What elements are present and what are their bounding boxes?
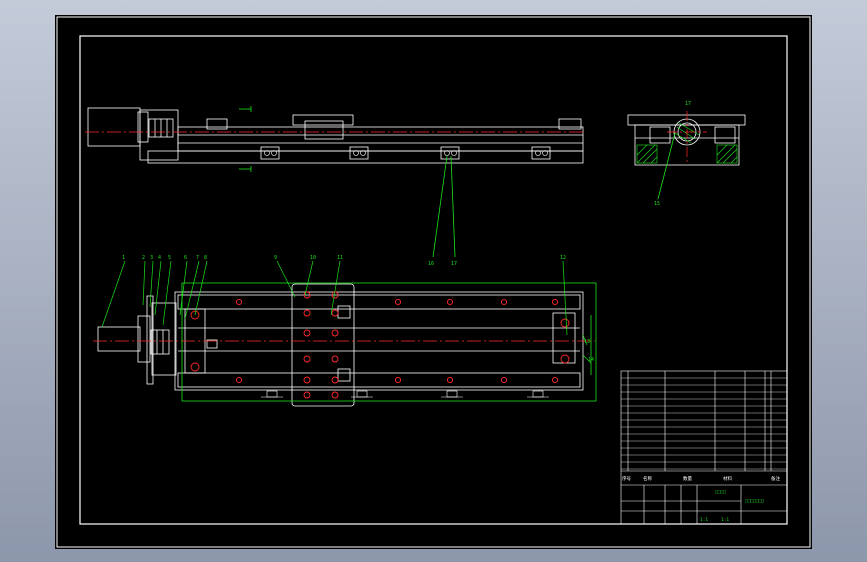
bolt-hole (446, 376, 454, 384)
callout-leader (562, 260, 568, 336)
callout-leader (101, 260, 126, 328)
carriage-top (292, 114, 354, 126)
plan-coupling (150, 329, 170, 355)
bearing-hole (190, 310, 200, 320)
callout-leader (276, 260, 296, 298)
callout-leader (184, 260, 200, 320)
callout-label-3: 3 (150, 255, 153, 261)
callout-leader (330, 260, 341, 316)
front-view (87, 107, 584, 164)
callout-label-2: 2 (142, 255, 145, 261)
carriage-bolt-hole (331, 391, 339, 399)
bolt-hole (235, 376, 243, 384)
callout-leader (149, 260, 154, 308)
title-block-green: □□□□ □□□□□□□ 1:1 1:1 (700, 490, 764, 523)
plan-motor (97, 326, 141, 352)
bolt-hole (500, 376, 508, 384)
callout-leader (582, 334, 588, 346)
envelope-outline (181, 282, 597, 402)
section-label: 17 (685, 101, 691, 107)
callout-16: 16 (428, 261, 434, 267)
tb-col-material: 材料 (723, 475, 732, 482)
bolt-hole (551, 298, 559, 306)
outer-border (56, 16, 811, 548)
tb-col-name: 名称 (643, 475, 652, 482)
callout-label-7: 7 (196, 255, 199, 261)
carriage-bolt-hole (303, 329, 311, 337)
front-bolts (264, 150, 548, 156)
callout-leader (179, 260, 188, 316)
callout-leader (154, 260, 162, 316)
callout-leader (304, 260, 314, 296)
callout-label-12: 12 (560, 255, 566, 261)
tb-scale-left: 1:1 (700, 517, 708, 523)
callout-label-1: 1 (122, 255, 125, 261)
tb-drawing-name: □□□□ (715, 490, 726, 495)
leaders-top (432, 155, 456, 258)
carriage-bolt-hole (331, 376, 339, 384)
cad-drawing: 17 15 (56, 16, 811, 548)
rail-body (177, 126, 584, 152)
drawing-sheet: 17 15 (55, 15, 812, 549)
callout-leader (194, 260, 208, 316)
carriage-bolt-hole (303, 291, 311, 299)
carriage-bolt-hole (303, 391, 311, 399)
callout-label-10: 10 (310, 255, 316, 261)
carriage-block (304, 120, 344, 140)
carriage-bolt-hole (303, 355, 311, 363)
callout-label-5: 5 (168, 255, 171, 261)
bolt-hole (500, 298, 508, 306)
section-markers (239, 106, 252, 172)
bearing-hole (560, 318, 570, 328)
callout-label-4: 4 (158, 255, 161, 261)
bolt-hole (551, 376, 559, 384)
carriage-bolt-hole (303, 376, 311, 384)
tb-col-no: 序号 (622, 475, 631, 482)
callout-label-6: 6 (184, 255, 187, 261)
tb-scale-right: 1:1 (721, 517, 729, 523)
plan-bolt-holes (190, 291, 570, 399)
tb-drawing-number: □□□□□□□ (745, 499, 764, 504)
callout-17: 17 (451, 261, 457, 267)
carriage-bolt-hole (331, 309, 339, 317)
bolt-hole (446, 298, 454, 306)
bearing-hole (190, 362, 200, 372)
carriage-bolt-hole (303, 309, 311, 317)
callout-label-14: 14 (588, 357, 594, 363)
bearing-hole (560, 354, 570, 364)
motor-body (87, 107, 141, 147)
motor-flange (137, 111, 149, 143)
title-block (620, 370, 788, 525)
callout-label-11: 11 (337, 255, 343, 261)
plan-carriage (291, 283, 355, 407)
inner-border (79, 35, 788, 525)
bolt-hole (394, 376, 402, 384)
plan-feet (261, 390, 549, 398)
section-hatch (636, 122, 738, 164)
title-block-rows (621, 377, 787, 470)
carriage-bolt-hole (331, 329, 339, 337)
callout-leader (142, 260, 146, 306)
callout-leader (162, 260, 172, 326)
bolt-hole (235, 298, 243, 306)
tb-col-remark: 备注 (771, 475, 780, 482)
tb-col-qty: 数量 (683, 475, 692, 482)
callout-label-9: 9 (274, 255, 277, 261)
carriage-bolt-hole (331, 355, 339, 363)
callout-label-8: 8 (204, 255, 207, 261)
title-block-text: 序号 名称 数量 材料 备注 (622, 475, 780, 482)
callout-15: 15 (654, 201, 660, 207)
motor-seat (139, 109, 179, 161)
callout-leader (582, 354, 592, 364)
callout-label-13: 13 (584, 339, 590, 345)
bolt-hole (394, 298, 402, 306)
plan-view (97, 283, 584, 407)
